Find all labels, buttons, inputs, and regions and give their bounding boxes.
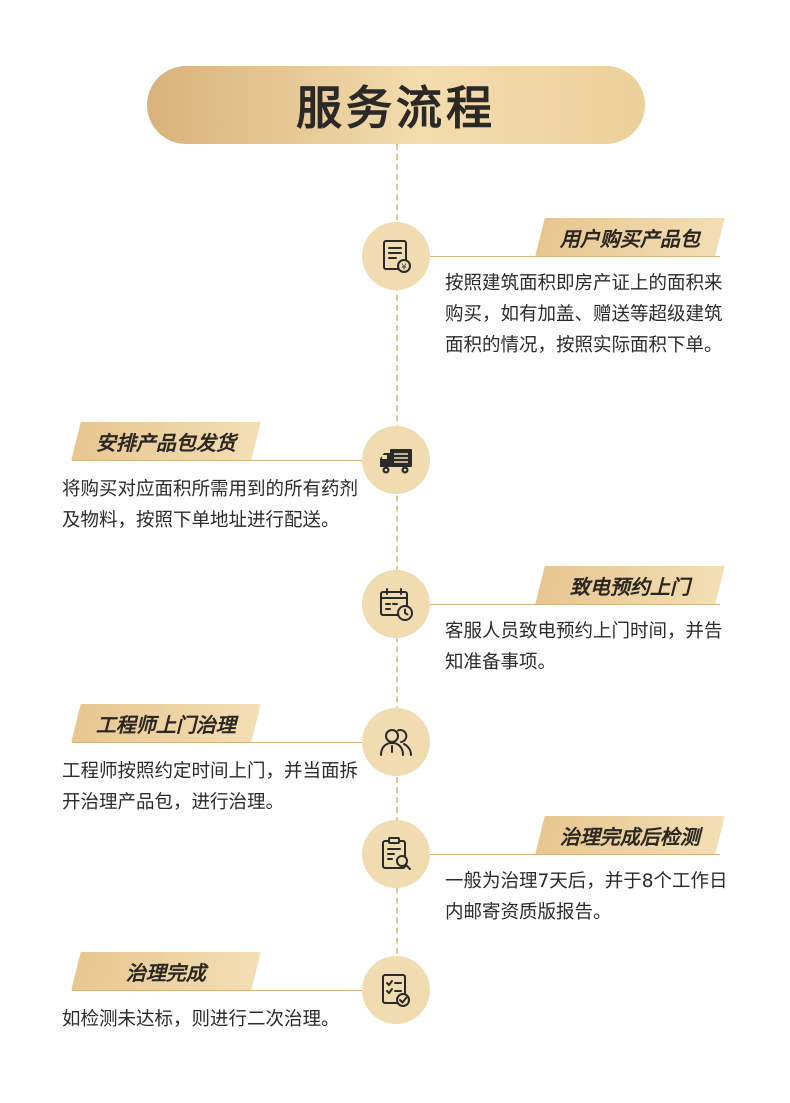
page-title: 服务流程 xyxy=(296,81,496,135)
step-1-title: 用户购买产品包 xyxy=(560,226,700,251)
step-2-icon-circle xyxy=(362,426,430,494)
calendar-clock-icon xyxy=(380,588,413,621)
engineers-icon xyxy=(380,729,412,756)
step-6-connector xyxy=(72,990,362,991)
step-4-tag: 工程师上门治理 xyxy=(71,704,261,742)
invoice-icon: ¥ xyxy=(383,240,411,273)
step-1-icon-circle: ¥ xyxy=(362,222,430,290)
step-2-desc: 将购买对应面积所需用到的所有药剂及物料，按照下单地址进行配送。 xyxy=(62,479,359,531)
step-3-title: 致电预约上门 xyxy=(570,574,690,599)
step-6-tag: 治理完成 xyxy=(71,952,261,990)
step-5-desc: 一般为治理7天后，并于8个工作日内邮寄资质版报告。 xyxy=(445,871,728,923)
step-2-title: 安排产品包发货 xyxy=(96,430,236,455)
step-4-icon-circle xyxy=(362,708,430,776)
step-1-tag: 用户购买产品包 xyxy=(535,218,725,256)
checklist-icon xyxy=(382,974,410,1007)
step-3-tag: 致电预约上门 xyxy=(535,566,725,604)
title-banner: 服务流程 xyxy=(147,66,645,144)
step-1-desc: 按照建筑面积即房产证上的面积来购买，如有加盖、赠送等超级建筑面积的情况，按照实际… xyxy=(445,273,723,356)
clipboard-search-icon xyxy=(382,837,411,870)
step-4-desc: 工程师按照约定时间上门，并当面拆开治理产品包，进行治理。 xyxy=(62,761,359,813)
truck-icon xyxy=(380,449,412,474)
step-5-icon-circle xyxy=(362,820,430,888)
step-3-connector xyxy=(430,604,720,605)
step-4-connector xyxy=(72,742,362,743)
step-4-title: 工程师上门治理 xyxy=(96,712,236,737)
step-2-connector xyxy=(72,460,362,461)
step-5-title: 治理完成后检测 xyxy=(560,824,700,849)
svg-text:¥: ¥ xyxy=(401,263,406,272)
step-6-desc: 如检测未达标，则进行二次治理。 xyxy=(62,1009,340,1030)
step-3-desc: 客服人员致电预约上门时间，并告知准备事项。 xyxy=(445,621,723,673)
step-2-tag: 安排产品包发货 xyxy=(71,422,261,460)
step-3-icon-circle xyxy=(362,570,430,638)
step-1-connector xyxy=(430,256,720,257)
step-6-icon-circle xyxy=(362,956,430,1024)
step-5-tag: 治理完成后检测 xyxy=(535,816,725,854)
step-5-connector xyxy=(430,854,720,855)
step-6-title: 治理完成 xyxy=(126,960,206,985)
